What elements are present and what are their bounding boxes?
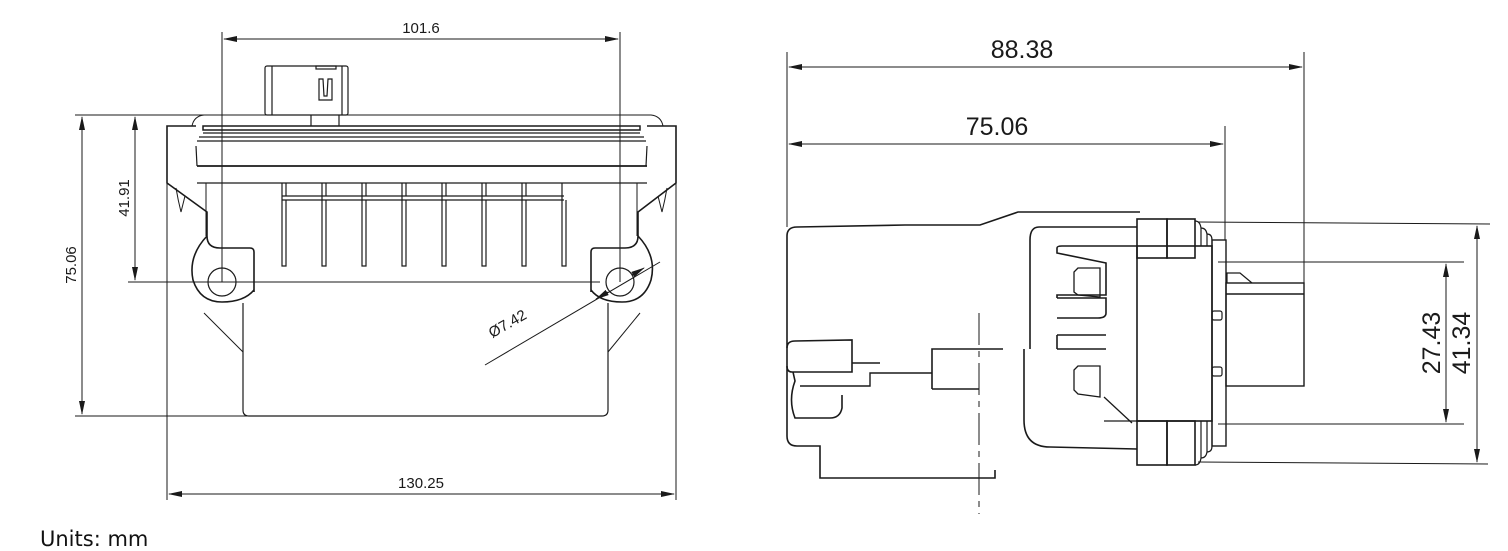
housing-outline (166, 125, 677, 303)
dim-flange-height: 41.34 (1448, 312, 1476, 375)
front-dimensions (75, 32, 677, 500)
dim-top-to-hole: 41.91 (116, 179, 133, 217)
lower-body (203, 303, 641, 417)
side-dimensions (786, 52, 1491, 465)
units-label: Units: mm (40, 527, 149, 551)
top-connector (264, 65, 349, 126)
dim-hole-diameter: Ø7.42 (486, 307, 530, 342)
side-view (786, 211, 1305, 514)
heatsink-ribs (197, 182, 647, 267)
dim-body-depth: 75.06 (966, 113, 1029, 141)
dim-overall-height: 75.06 (63, 246, 80, 284)
dim-connector-height: 27.43 (1418, 312, 1446, 375)
dim-hole-spacing: 101.6 (402, 20, 440, 37)
top-flange (191, 114, 664, 167)
dim-overall-depth: 88.38 (991, 36, 1054, 64)
rear-housing (786, 211, 1140, 436)
dim-overall-width: 130.25 (398, 475, 444, 492)
front-view (166, 65, 677, 417)
